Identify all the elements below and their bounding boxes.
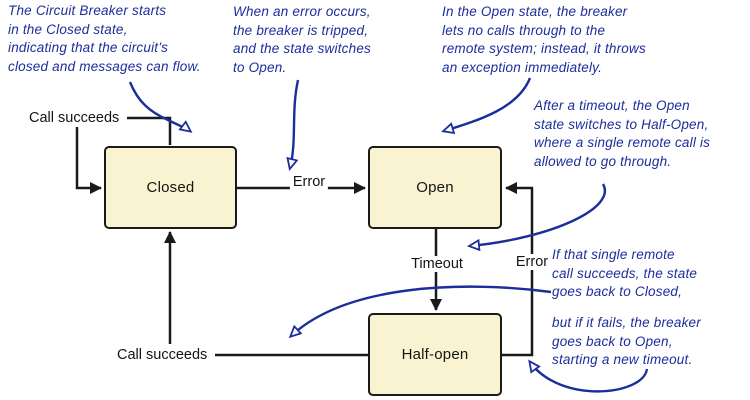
edge-label-timeout: Timeout <box>408 256 466 272</box>
state-open-label: Open <box>416 179 454 196</box>
edge-label-error-closed-open: Error <box>289 174 329 190</box>
annotation-closed-intro: The Circuit Breaker starts in the Closed… <box>8 3 201 74</box>
state-half-open-label: Half-open <box>401 346 469 363</box>
connector-timeout-note <box>470 183 607 246</box>
state-half-open: Half-open <box>368 313 502 396</box>
annotation-timeout-half-open: After a timeout, the Open state switches… <box>534 98 711 169</box>
state-closed: Closed <box>104 146 237 229</box>
edge-label-call-succeeds-top: Call succeeds <box>29 110 120 126</box>
edge-closed-self-loop-top <box>127 116 172 145</box>
edge-label-error-half-open: Error <box>512 254 552 270</box>
edge-closed-self-loop-return <box>75 127 102 194</box>
edge-half-open-to-open <box>502 182 534 357</box>
state-closed-label: Closed <box>146 179 195 196</box>
connector-closed-intro <box>128 81 190 131</box>
annotation-open-behavior: In the Open state, the breaker lets no c… <box>442 4 646 75</box>
connector-failure-note <box>530 362 649 393</box>
annotation-half-open-success: If that single remote call succeeds, the… <box>552 247 698 300</box>
annotation-error-trip: When an error occurs, the breaker is tri… <box>233 4 371 75</box>
edge-label-call-succeeds-bottom: Call succeeds <box>117 347 208 363</box>
annotation-half-open-failure: but if it fails, the breaker goes back t… <box>552 315 701 368</box>
connector-success-note <box>291 285 552 336</box>
connector-error-trip <box>290 79 300 168</box>
state-open: Open <box>368 146 502 229</box>
connector-open-behavior <box>444 77 532 131</box>
